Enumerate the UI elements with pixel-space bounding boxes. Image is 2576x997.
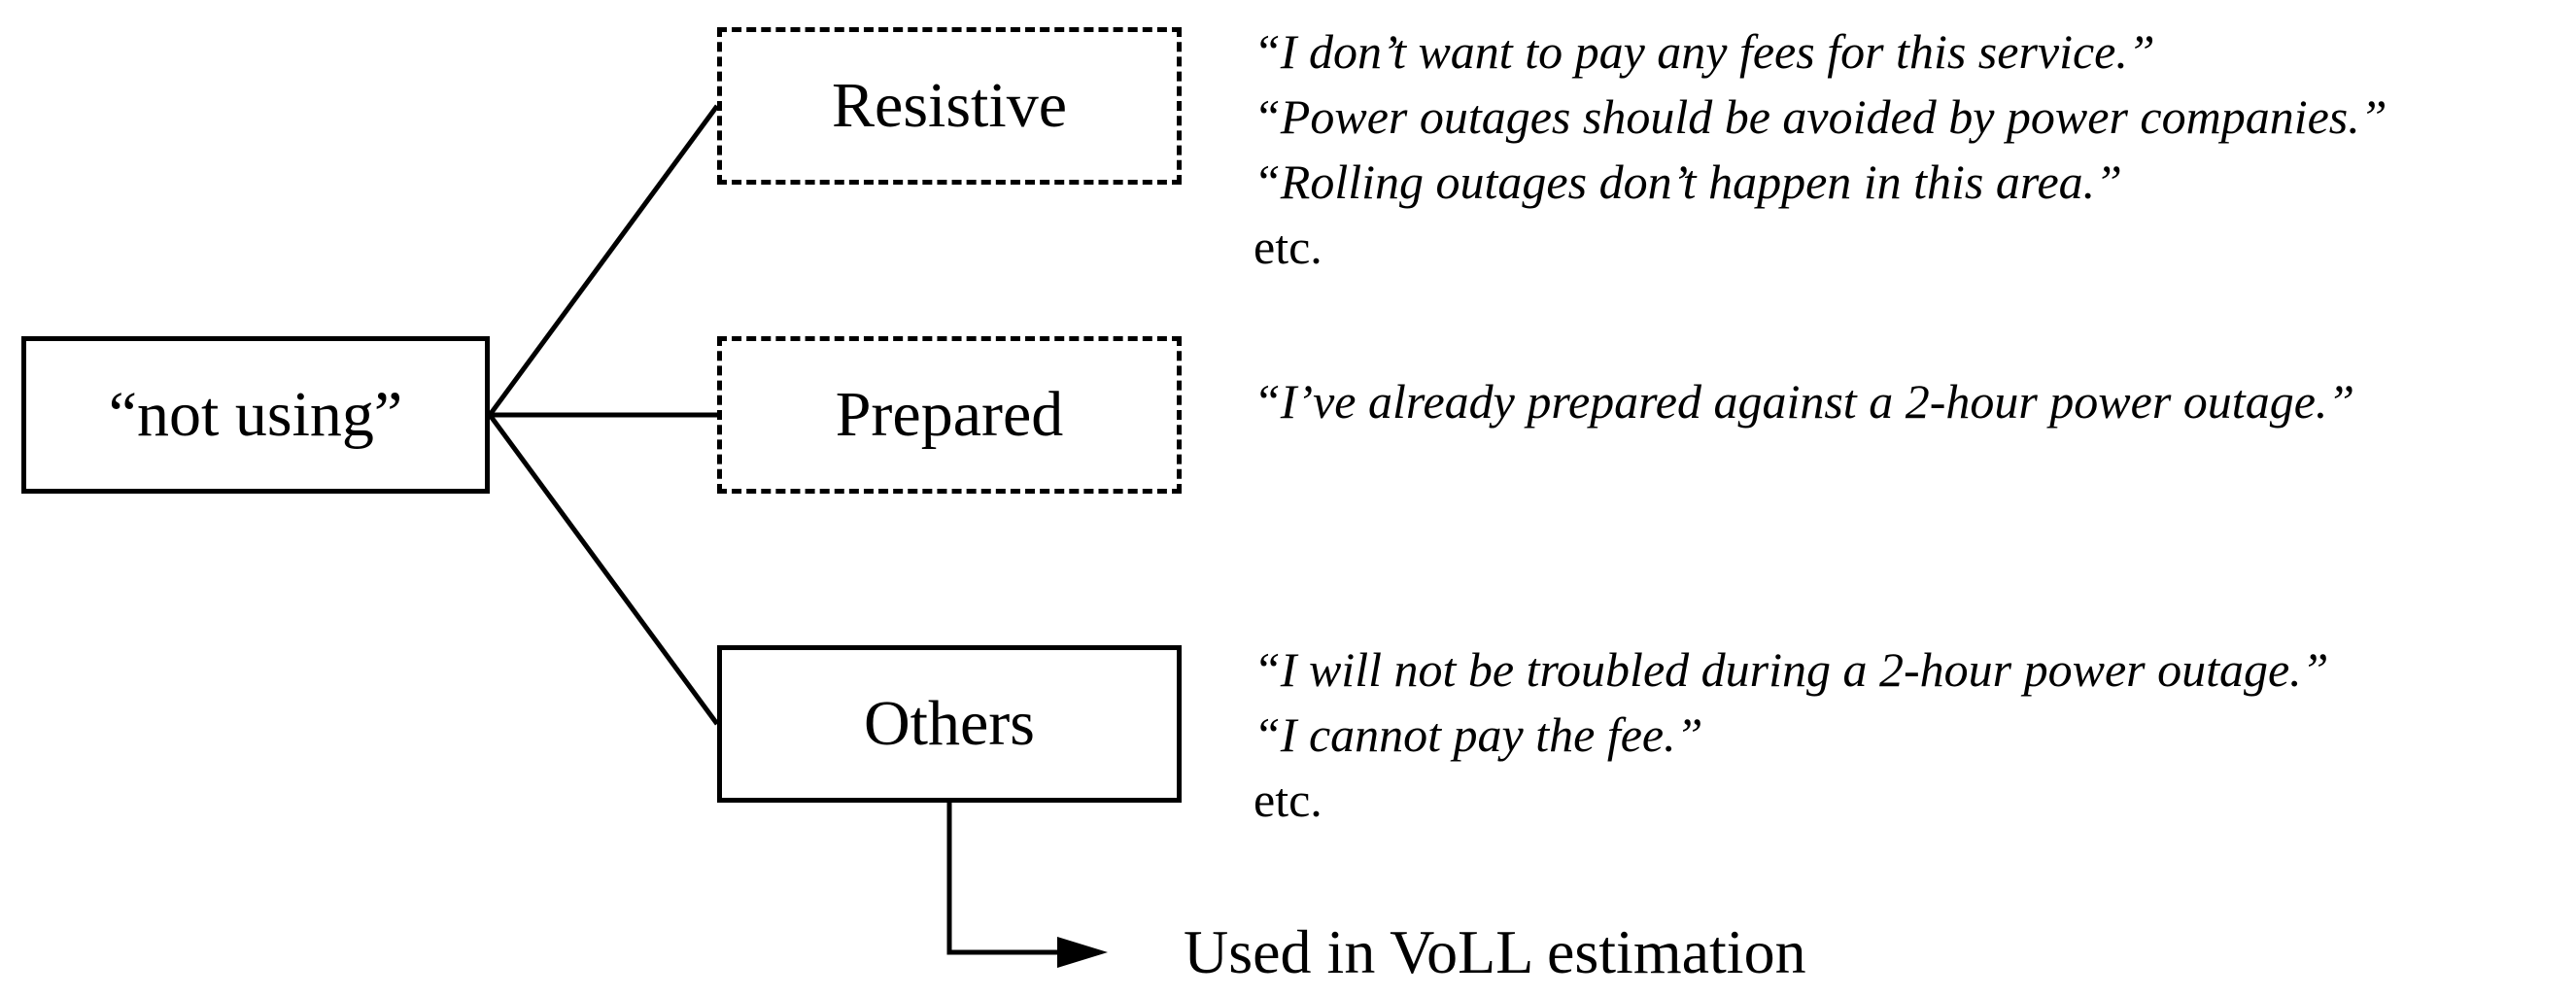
outcome-label: Used in VoLL estimation <box>1184 917 1806 986</box>
connector-root-to-resistive <box>487 104 720 417</box>
branch-node-label: Others <box>864 688 1035 759</box>
root-node-not-using: “not using” <box>21 336 490 494</box>
connector-root-to-others <box>487 413 720 726</box>
connector-others-to-outcome <box>946 803 1059 955</box>
resistive-quotes: “I don’t want to pay any fees for this s… <box>1254 19 2387 280</box>
quote-line: “Rolling outages don’t happen in this ar… <box>1254 155 2122 209</box>
branch-node-resistive: Resistive <box>717 27 1182 185</box>
quote-line: “I cannot pay the fee.” <box>1254 707 1703 762</box>
quote-line: “I don’t want to pay any fees for this s… <box>1254 24 2155 79</box>
branch-node-label: Prepared <box>835 379 1064 450</box>
branch-node-prepared: Prepared <box>717 336 1182 494</box>
others-quotes: “I will not be troubled during a 2-hour … <box>1254 637 2329 833</box>
etc-label: etc. <box>1254 220 1322 274</box>
quote-line: “I will not be troubled during a 2-hour … <box>1254 642 2329 697</box>
prepared-quotes: “I’ve already prepared against a 2-hour … <box>1254 369 2354 434</box>
branch-node-others: Others <box>717 645 1182 803</box>
arrow-head-icon <box>1057 937 1108 968</box>
root-node-label: “not using” <box>108 379 403 450</box>
etc-label: etc. <box>1254 773 1322 827</box>
quote-line: “I’ve already prepared against a 2-hour … <box>1254 374 2355 429</box>
branch-node-label: Resistive <box>832 70 1067 141</box>
quote-line: “Power outages should be avoided by powe… <box>1254 89 2387 144</box>
